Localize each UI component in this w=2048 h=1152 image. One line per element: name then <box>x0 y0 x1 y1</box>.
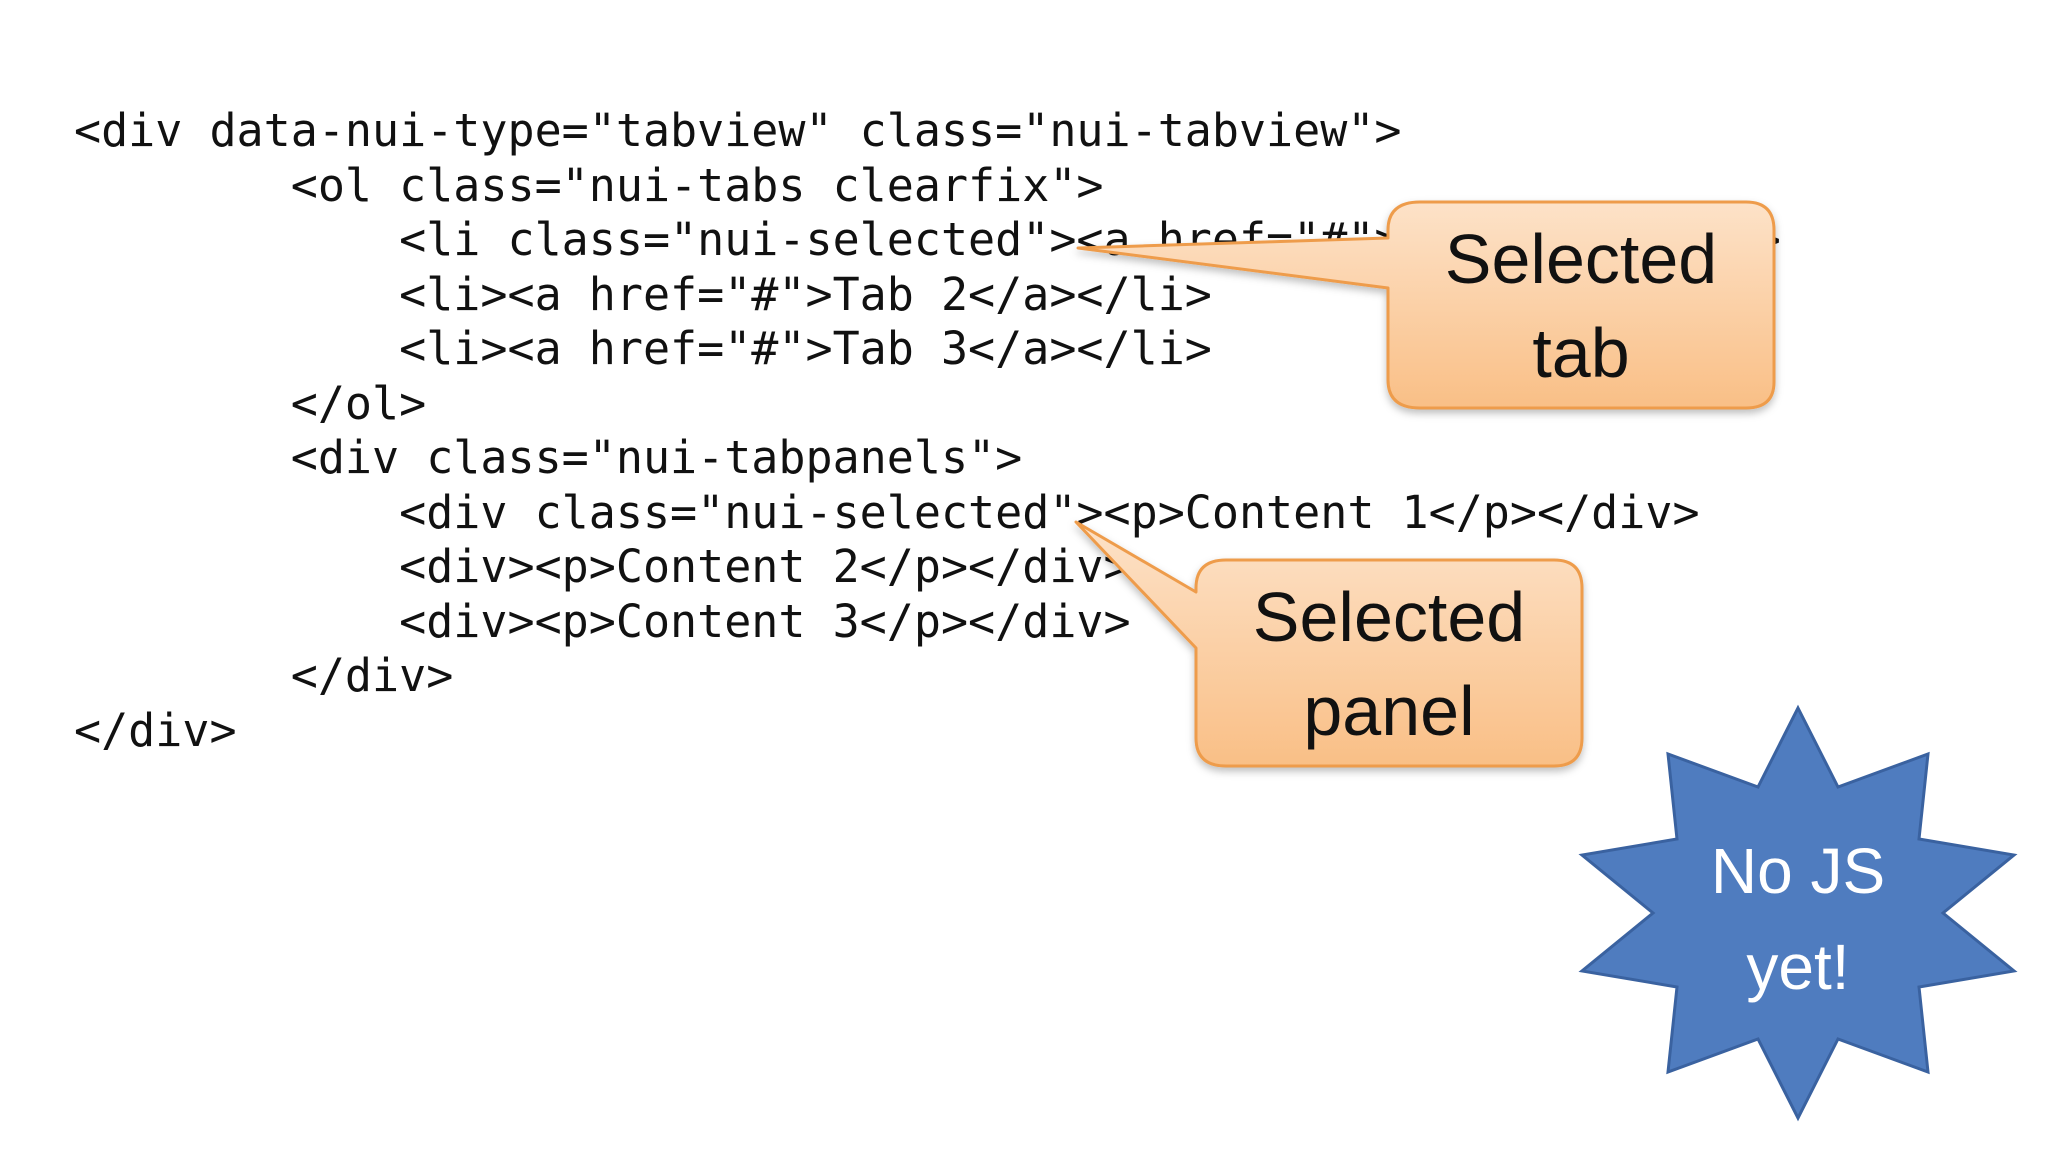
code-block: <div data-nui-type="tabview" class="nui-… <box>74 104 1781 758</box>
callout-selected-tab <box>1076 200 1776 410</box>
code-line-1: <div data-nui-type="tabview" class="nui-… <box>74 104 1402 157</box>
callout-panel-shape <box>1074 520 1584 768</box>
starburst-line1: No JS <box>1710 835 1886 907</box>
callout-tab-line2: tab <box>1532 314 1630 392</box>
callout-tab-shape <box>1076 200 1776 410</box>
callout-tab-label: Selected tab <box>1388 212 1774 400</box>
code-line-5: <li><a href="#">Tab 3</a></li> <box>74 322 1212 375</box>
code-line-11: </div> <box>74 649 454 702</box>
code-line-7: <div class="nui-tabpanels"> <box>74 431 1023 484</box>
code-line-12: </div> <box>74 703 237 757</box>
starburst-shape <box>1578 704 2018 1122</box>
code-line-8: <div class="nui-selected"><p>Content 1</… <box>74 485 1700 539</box>
starburst <box>1578 704 2018 1122</box>
callout-panel-label: Selected panel <box>1196 570 1582 758</box>
callout-tab-line1: Selected <box>1444 220 1718 298</box>
code-line-2: <ol class="nui-tabs clearfix"> <box>74 158 1104 212</box>
code-line-10: <div><p>Content 3</p></div> <box>74 594 1131 648</box>
code-line-9: <div><p>Content 2</p></div> <box>74 540 1131 593</box>
code-line-4: <li><a href="#">Tab 2</a></li> <box>74 267 1212 321</box>
starburst-line2: yet! <box>1746 931 1850 1003</box>
callout-panel-line2: panel <box>1303 672 1475 750</box>
callout-panel-line1: Selected <box>1252 578 1526 656</box>
code-line-6: </ol> <box>74 376 427 430</box>
callout-selected-panel <box>1074 520 1584 768</box>
starburst-label: No JS yet! <box>1648 823 1948 1015</box>
